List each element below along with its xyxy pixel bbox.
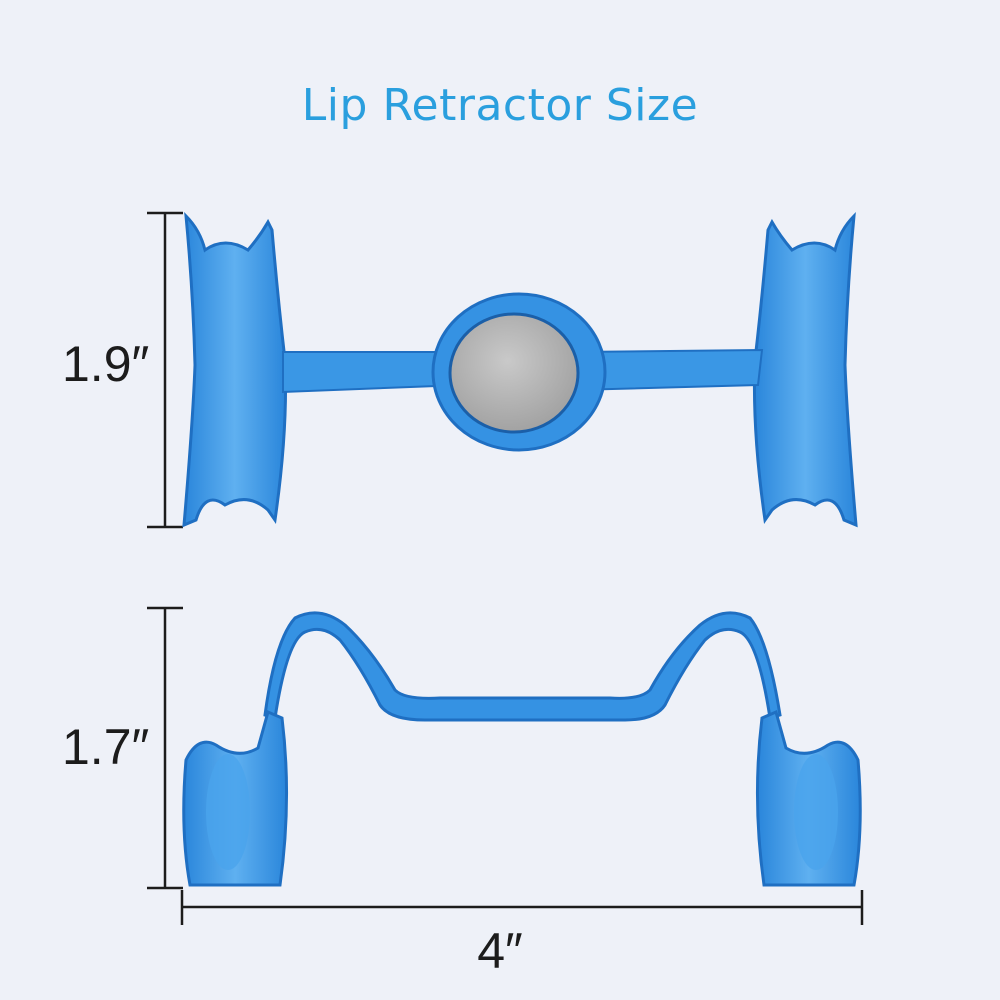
side-view-retractor	[182, 611, 862, 887]
right-flange	[752, 211, 858, 528]
width-dimension-line	[180, 890, 864, 925]
side-arch	[263, 611, 782, 722]
page-title: Lip Retractor Size	[301, 80, 699, 131]
left-flange	[182, 211, 288, 528]
side-height-label: 1.7″	[62, 719, 150, 775]
width-label: 4″	[477, 923, 523, 979]
side-height-dimension-line	[147, 606, 183, 890]
front-height-label: 1.9″	[62, 336, 150, 392]
mirror	[448, 312, 580, 434]
front-view-retractor	[182, 211, 858, 528]
front-height-dimension-line	[147, 211, 183, 529]
